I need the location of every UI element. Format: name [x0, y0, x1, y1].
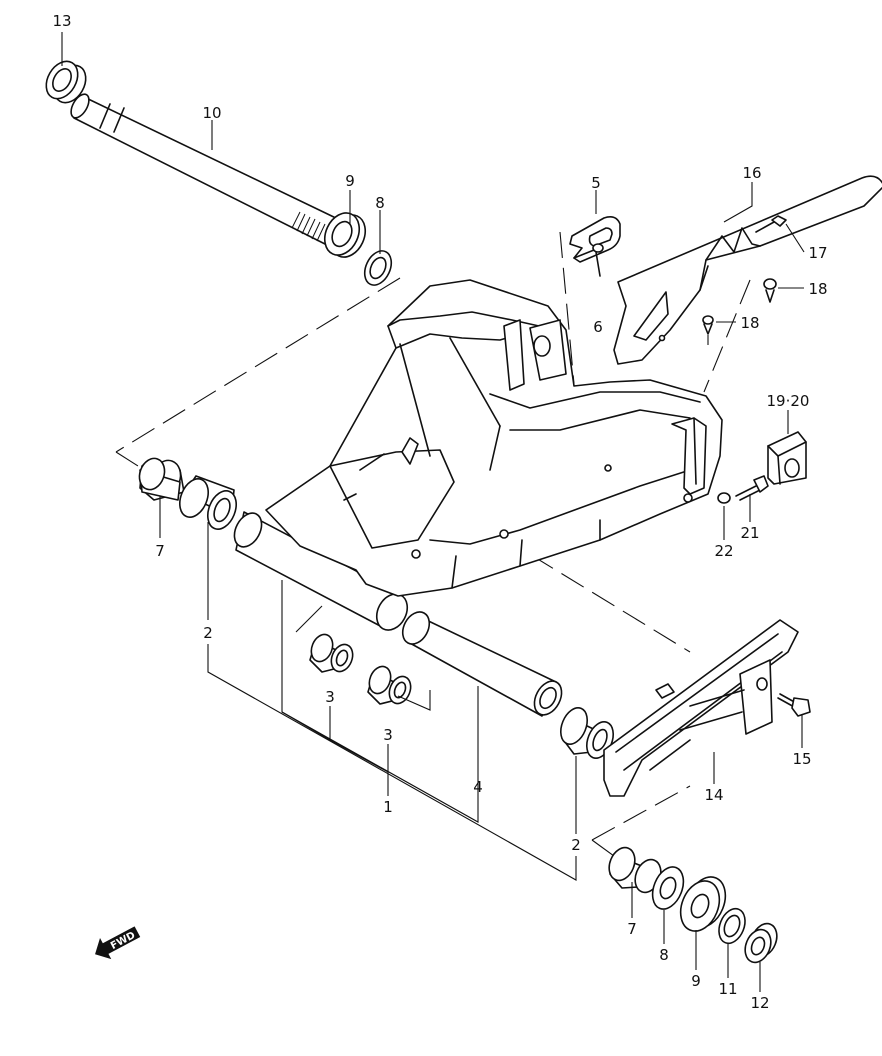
part-labels: 13 10 9 8 5 6 16 17 18 18 19·20 21 22 7 … [52, 12, 827, 1012]
label-part-8-top: 8 [375, 194, 385, 212]
part-9-bearing-top [323, 212, 367, 258]
label-part-18-b: 18 [740, 314, 759, 332]
label-part-11: 11 [718, 980, 737, 998]
label-part-21: 21 [740, 524, 759, 542]
fwd-arrow-icon: FWD [95, 926, 141, 960]
label-part-12: 12 [750, 994, 769, 1012]
part-7-collar-left [138, 457, 185, 501]
leader-lines [61, 32, 805, 992]
part-14-chain-slider [603, 619, 799, 797]
part-12-nut [744, 922, 778, 964]
part-18-clip-upper [763, 278, 777, 303]
label-part-15: 15 [792, 750, 811, 768]
label-part-2-left: 2 [203, 624, 213, 642]
label-part-10: 10 [202, 104, 221, 122]
label-part-5: 5 [591, 174, 601, 192]
label-part-19-20: 19·20 [767, 392, 810, 410]
label-part-9-bottom: 9 [691, 972, 701, 990]
part-11-washer [718, 907, 746, 945]
part-21-bolt [735, 475, 769, 501]
part-5-chain-bracket [569, 216, 621, 263]
part-3-bearing-lower [367, 665, 412, 705]
label-part-7-left: 7 [155, 542, 165, 560]
part-3-bearing-upper [309, 633, 354, 673]
part-18-clip-lower [702, 315, 714, 335]
part-4-spacer [401, 611, 563, 717]
label-part-4: 4 [473, 778, 483, 796]
label-part-17: 17 [808, 244, 827, 262]
label-part-9-top: 9 [345, 172, 355, 190]
label-part-3-lower: 3 [383, 726, 393, 744]
label-part-13: 13 [52, 12, 71, 30]
part-13-seal [45, 60, 87, 104]
part-6-screw [573, 243, 604, 277]
part-8-washer-top [363, 250, 393, 286]
part-2-bearing-right [559, 707, 615, 759]
label-part-14: 14 [704, 786, 723, 804]
label-part-16: 16 [742, 164, 761, 182]
part-22-washer [717, 492, 731, 504]
label-part-7-right: 7 [627, 920, 637, 938]
label-part-6: 6 [593, 318, 603, 336]
part-2-bearing-left [179, 475, 237, 530]
part-17-screw [755, 215, 787, 233]
part-1-swingarm [233, 279, 723, 631]
part-9-bearing-bottom [679, 876, 727, 932]
part-8-washer-bottom [651, 866, 685, 910]
label-part-8-bottom: 8 [659, 946, 669, 964]
label-part-2-right: 2 [571, 836, 581, 854]
label-part-22: 22 [714, 542, 733, 560]
part-19-20-adjuster [767, 431, 807, 485]
label-part-1: 1 [383, 798, 393, 816]
label-part-3-upper: 3 [325, 688, 335, 706]
part-16-chain-guard [613, 175, 882, 365]
label-part-18-a: 18 [808, 280, 827, 298]
part-15-bolt [777, 693, 811, 717]
